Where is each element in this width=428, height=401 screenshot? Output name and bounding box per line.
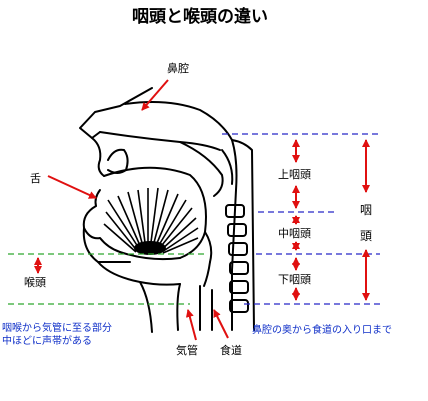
label-epipharynx: 上咽頭 [278,168,311,181]
larynx-guides [8,253,205,305]
esophagus-arrow [213,309,229,339]
note-larynx-line-1: 咽喉から気管に至る部分 [2,321,112,334]
note-pharynx: 鼻腔の奥から食道の入り口まで [252,323,392,336]
label-trachea: 気管 [176,343,198,357]
label-larynx: 喉頭 [24,276,46,289]
pharynx-guides [222,133,380,305]
label-hypopharynx: 下咽頭 [278,273,311,286]
pointer-arrows [34,79,370,341]
diagram-title: 咽頭と喉頭の違い [132,6,268,27]
cervical-vertebrae [225,204,249,313]
label-pharynx-char-2: 頭 [360,229,372,243]
label-mesopharynx: 中咽頭 [278,227,311,240]
label-pharynx-char-1: 咽 [360,203,372,217]
nasal-cavity-arrow [141,79,169,111]
tongue-muscle-fibres [103,187,199,254]
tongue-root-shading [134,241,166,255]
trachea-arrow [185,309,197,341]
label-tongue: 舌 [30,172,41,185]
label-esophagus: 食道 [220,343,242,357]
label-nasal-cavity: 鼻腔 [167,61,189,75]
head-cross-section [79,87,255,333]
note-larynx-line-2: 中ほどに声帯がある [2,334,92,347]
tongue-arrow [47,175,97,199]
